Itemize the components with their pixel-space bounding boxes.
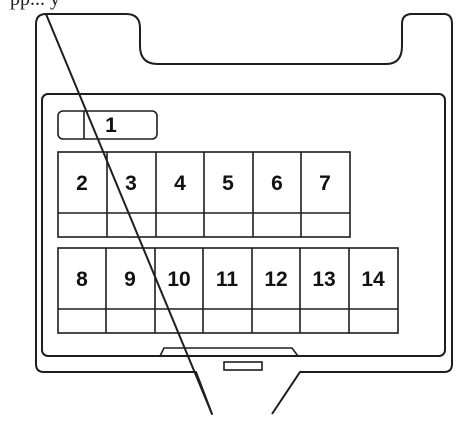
relay-number: 1 (105, 114, 117, 137)
relay-body (57, 110, 158, 140)
cropped-caption: pp... y (10, 0, 60, 10)
fuse-number: 4 (174, 172, 186, 195)
fuse-block-top: 2 3 4 5 6 7 (57, 151, 351, 238)
housing-outline (35, 13, 453, 415)
fuse-number: 10 (167, 268, 190, 291)
fuse-number: 5 (222, 172, 234, 195)
fuse-number: 8 (76, 268, 88, 291)
fuse-block-bottom: 8 9 10 11 12 13 14 (57, 247, 399, 334)
fuse-number: 9 (124, 268, 136, 291)
latch-ridge (159, 347, 299, 357)
latch-slot (223, 361, 263, 371)
relay-1: 1 (57, 110, 158, 140)
fuse-block-bottom-outline (57, 247, 399, 334)
fuse-number: 11 (216, 268, 239, 291)
fuse-number: 13 (312, 268, 335, 291)
fuse-number: 2 (76, 172, 88, 195)
inner-panel (41, 93, 446, 357)
fuse-number: 14 (361, 268, 385, 291)
fuse-number: 3 (125, 172, 137, 195)
fuse-number: 12 (264, 268, 287, 291)
fuse-number: 6 (271, 172, 283, 195)
fuse-number: 7 (319, 172, 331, 195)
